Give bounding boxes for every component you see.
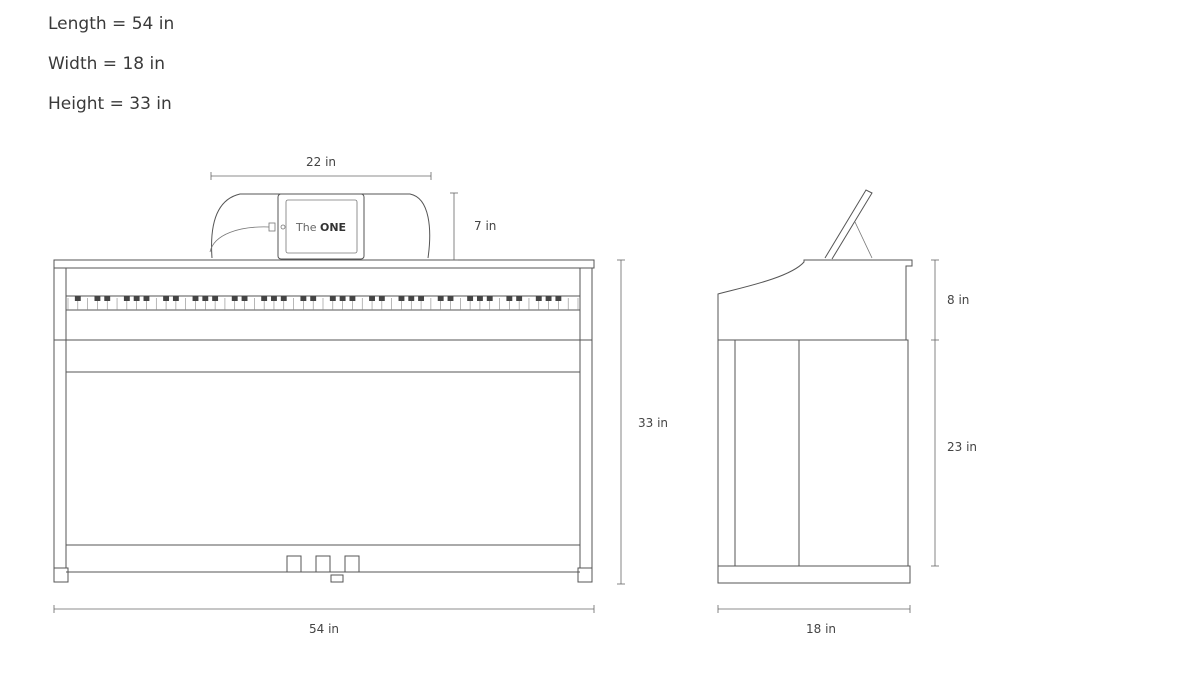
black-key — [300, 296, 307, 301]
black-key — [339, 296, 346, 301]
spec-length: Length = 54 in — [48, 14, 175, 34]
left-cheek — [53, 267, 67, 569]
label-tablet-width: 22 in — [306, 155, 336, 169]
black-key — [535, 296, 542, 301]
black-key — [202, 296, 209, 301]
black-key — [506, 296, 513, 301]
logo-the: The — [295, 221, 317, 234]
spec-width: Width = 18 in — [48, 54, 165, 74]
side-base — [717, 565, 911, 584]
side-lower-body — [717, 339, 909, 567]
black-key — [104, 296, 111, 301]
black-key — [398, 296, 405, 301]
black-key — [261, 296, 268, 301]
label-tablet-height: 7 in — [474, 219, 496, 233]
black-key — [447, 296, 454, 301]
black-key — [123, 296, 130, 301]
black-key — [418, 296, 425, 301]
side-tablet-stand — [854, 221, 873, 259]
label-lower-height: 23 in — [947, 440, 977, 454]
black-key — [408, 296, 415, 301]
black-key — [310, 296, 317, 301]
right-foot — [577, 567, 593, 583]
black-key — [467, 296, 474, 301]
black-key — [349, 296, 356, 301]
tablet-cable — [209, 226, 270, 253]
black-key — [212, 296, 219, 301]
side-view: 8 in 23 in 18 in — [717, 189, 977, 636]
side-tablet — [824, 189, 873, 260]
pedal-base — [330, 574, 344, 583]
black-key — [163, 296, 170, 301]
white-keys — [67, 298, 579, 310]
music-rest — [211, 193, 431, 259]
black-key — [231, 296, 238, 301]
pedal-right — [344, 555, 360, 573]
black-key — [555, 296, 562, 301]
label-upper-height: 8 in — [947, 293, 969, 307]
black-key — [143, 296, 150, 301]
tablet — [277, 193, 365, 260]
left-foot — [53, 567, 69, 583]
black-key — [172, 296, 179, 301]
cable-plug — [268, 222, 276, 232]
front-view: The ONE 22 in — [53, 155, 668, 636]
black-key — [545, 296, 552, 301]
black-key — [133, 296, 140, 301]
black-key — [437, 296, 444, 301]
pedal-left — [286, 555, 302, 573]
pedal-middle — [315, 555, 331, 573]
black-key — [280, 296, 287, 301]
top-lid — [53, 259, 595, 269]
label-total-height: 33 in — [638, 416, 668, 430]
black-key — [369, 296, 375, 301]
black-key — [192, 296, 199, 301]
spec-height: Height = 33 in — [48, 94, 172, 114]
black-key — [476, 296, 483, 301]
tablet-screen — [285, 199, 358, 254]
black-key — [74, 296, 81, 301]
black-key — [486, 296, 493, 301]
black-key — [516, 296, 523, 301]
black-key — [329, 296, 336, 301]
black-keys — [74, 296, 562, 301]
spec-list: Length = 54 in Width = 18 in Height = 33… — [48, 14, 174, 134]
black-key — [241, 296, 248, 301]
tablet-button — [280, 224, 286, 230]
right-cheek — [579, 267, 593, 569]
black-key — [271, 296, 277, 301]
label-total-length: 54 in — [309, 622, 339, 636]
side-upper-body — [717, 259, 913, 341]
black-key — [94, 296, 101, 301]
logo-one: ONE — [320, 221, 346, 234]
label-depth: 18 in — [806, 622, 836, 636]
black-key — [378, 296, 385, 301]
